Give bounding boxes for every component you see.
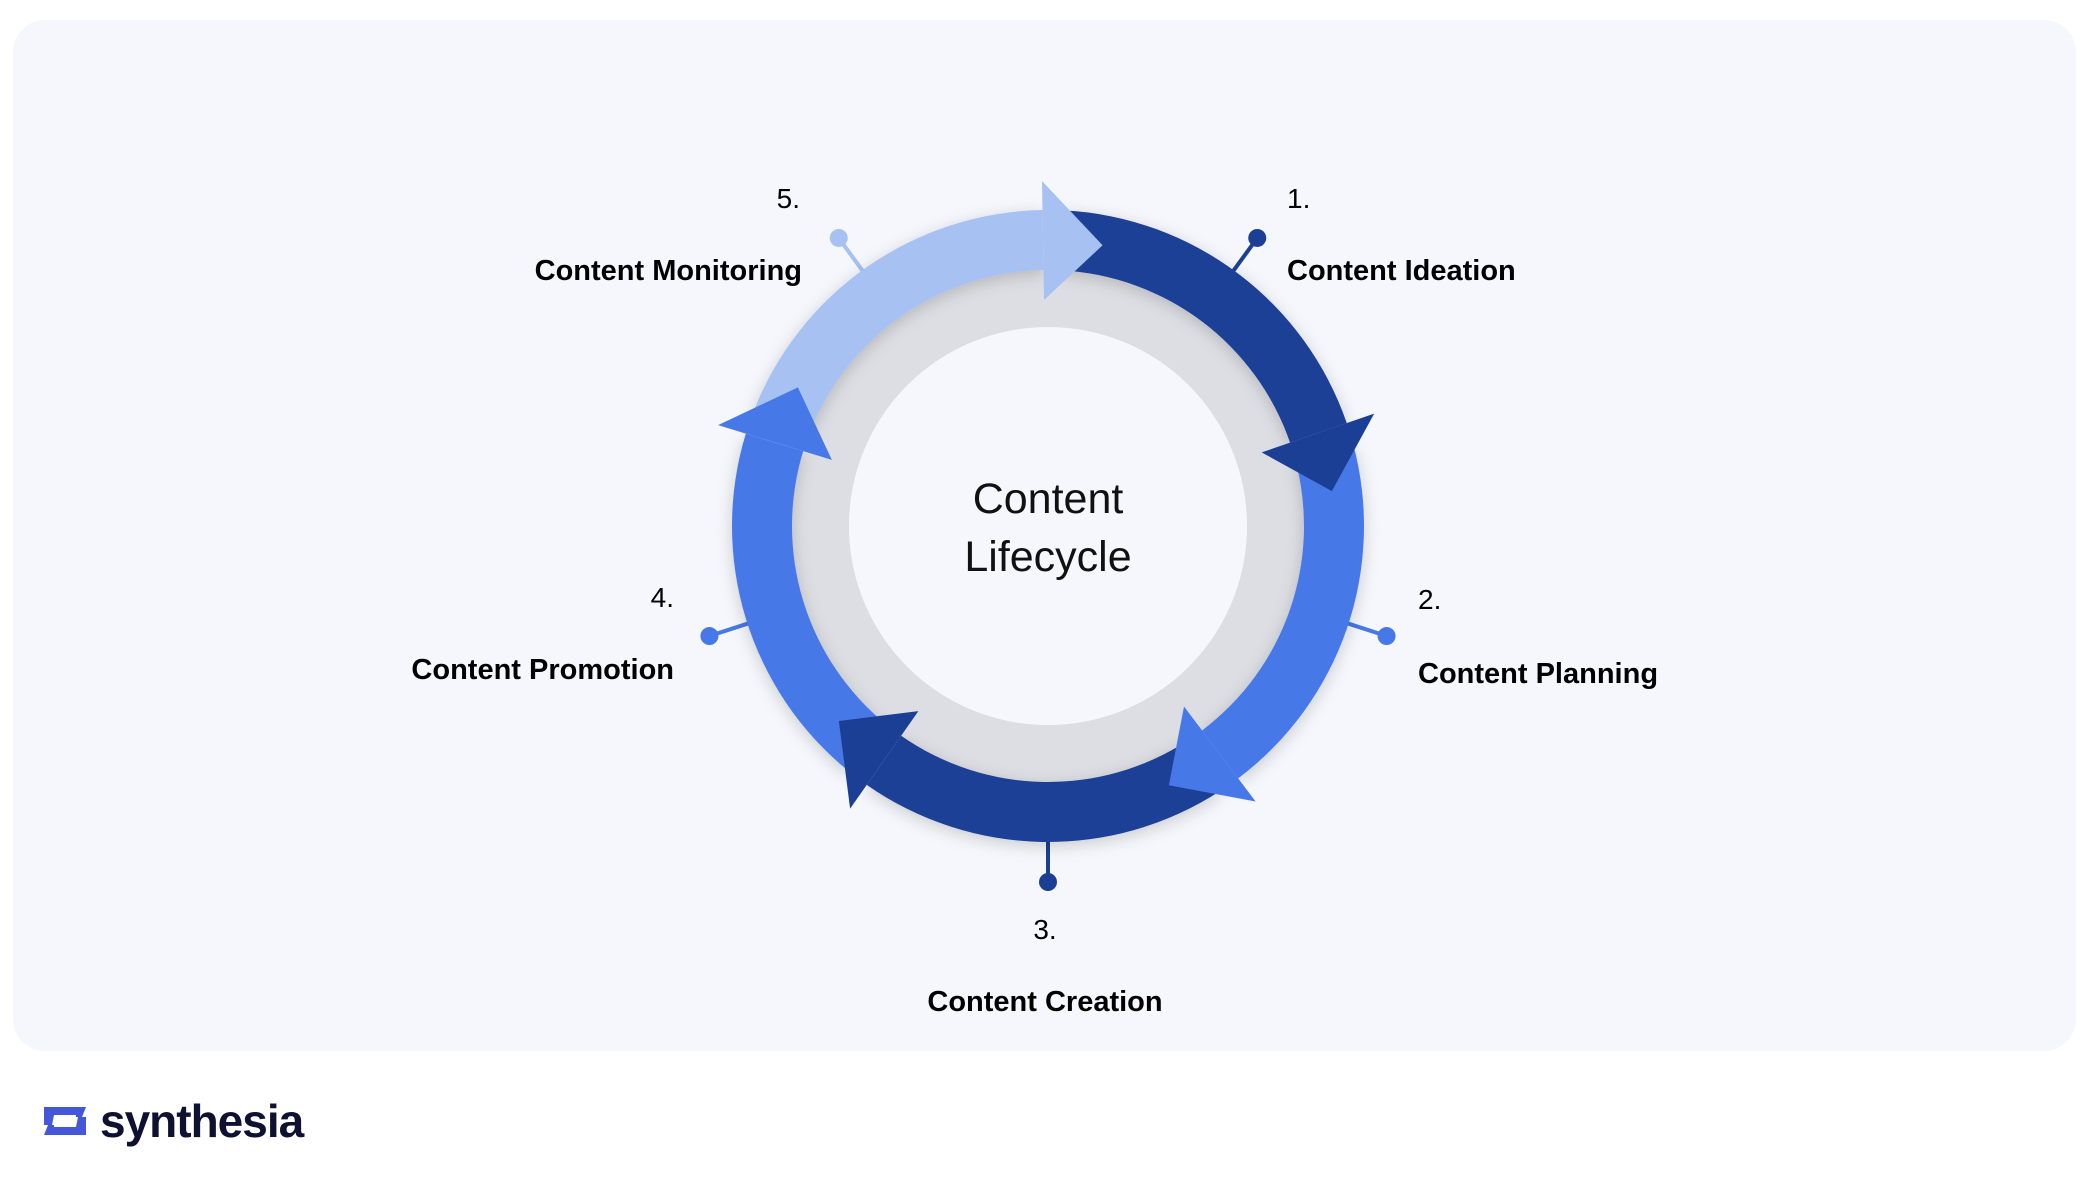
step-5-arrow-head-icon (1041, 181, 1103, 301)
step-5-marker-dot (829, 228, 848, 247)
title-line-1: Content (972, 475, 1124, 523)
step-2-arrow-body (1202, 444, 1364, 779)
step-2-marker-dot (1377, 627, 1396, 646)
step-1-marker-dot (1248, 228, 1267, 247)
center-circle (849, 327, 1247, 725)
step-4-arrow-body (732, 433, 887, 772)
step-5-label: Content Monitoring (534, 255, 802, 287)
step-4-marker-dot (700, 627, 719, 646)
step-2-number: 2. (1418, 584, 1442, 615)
step-5-number: 5. (776, 183, 800, 214)
step-3-arrow-head-icon (838, 711, 919, 809)
step-4-arrow-head-icon (718, 387, 832, 460)
synthesia-logo: synthesia (40, 1094, 304, 1148)
brand-name: synthesia (100, 1095, 304, 1147)
step-3-number: 3. (1033, 914, 1057, 945)
diagram-title: Content Lifecycle (964, 470, 1131, 586)
step-1-label: Content Ideation (1287, 255, 1516, 287)
step-5-arrow-body (752, 210, 1044, 435)
step-2-label: Content Planning (1418, 658, 1659, 690)
step-1-arrow-body (1061, 210, 1347, 443)
step-3-label: Content Creation (927, 986, 1163, 1018)
step-4-number: 4. (650, 582, 674, 613)
step-3-arrow-body (866, 735, 1221, 843)
step-1-arrow-head-icon (1261, 413, 1375, 492)
step-1-number: 1. (1287, 183, 1311, 214)
step-4-label: Content Promotion (411, 654, 674, 686)
synthesia-logo-icon (44, 1107, 86, 1135)
step-3-marker-dot (1039, 873, 1057, 891)
gray-ring (791, 269, 1305, 783)
title-line-2: Lifecycle (964, 533, 1132, 581)
step-2-arrow-head-icon (1168, 706, 1256, 802)
